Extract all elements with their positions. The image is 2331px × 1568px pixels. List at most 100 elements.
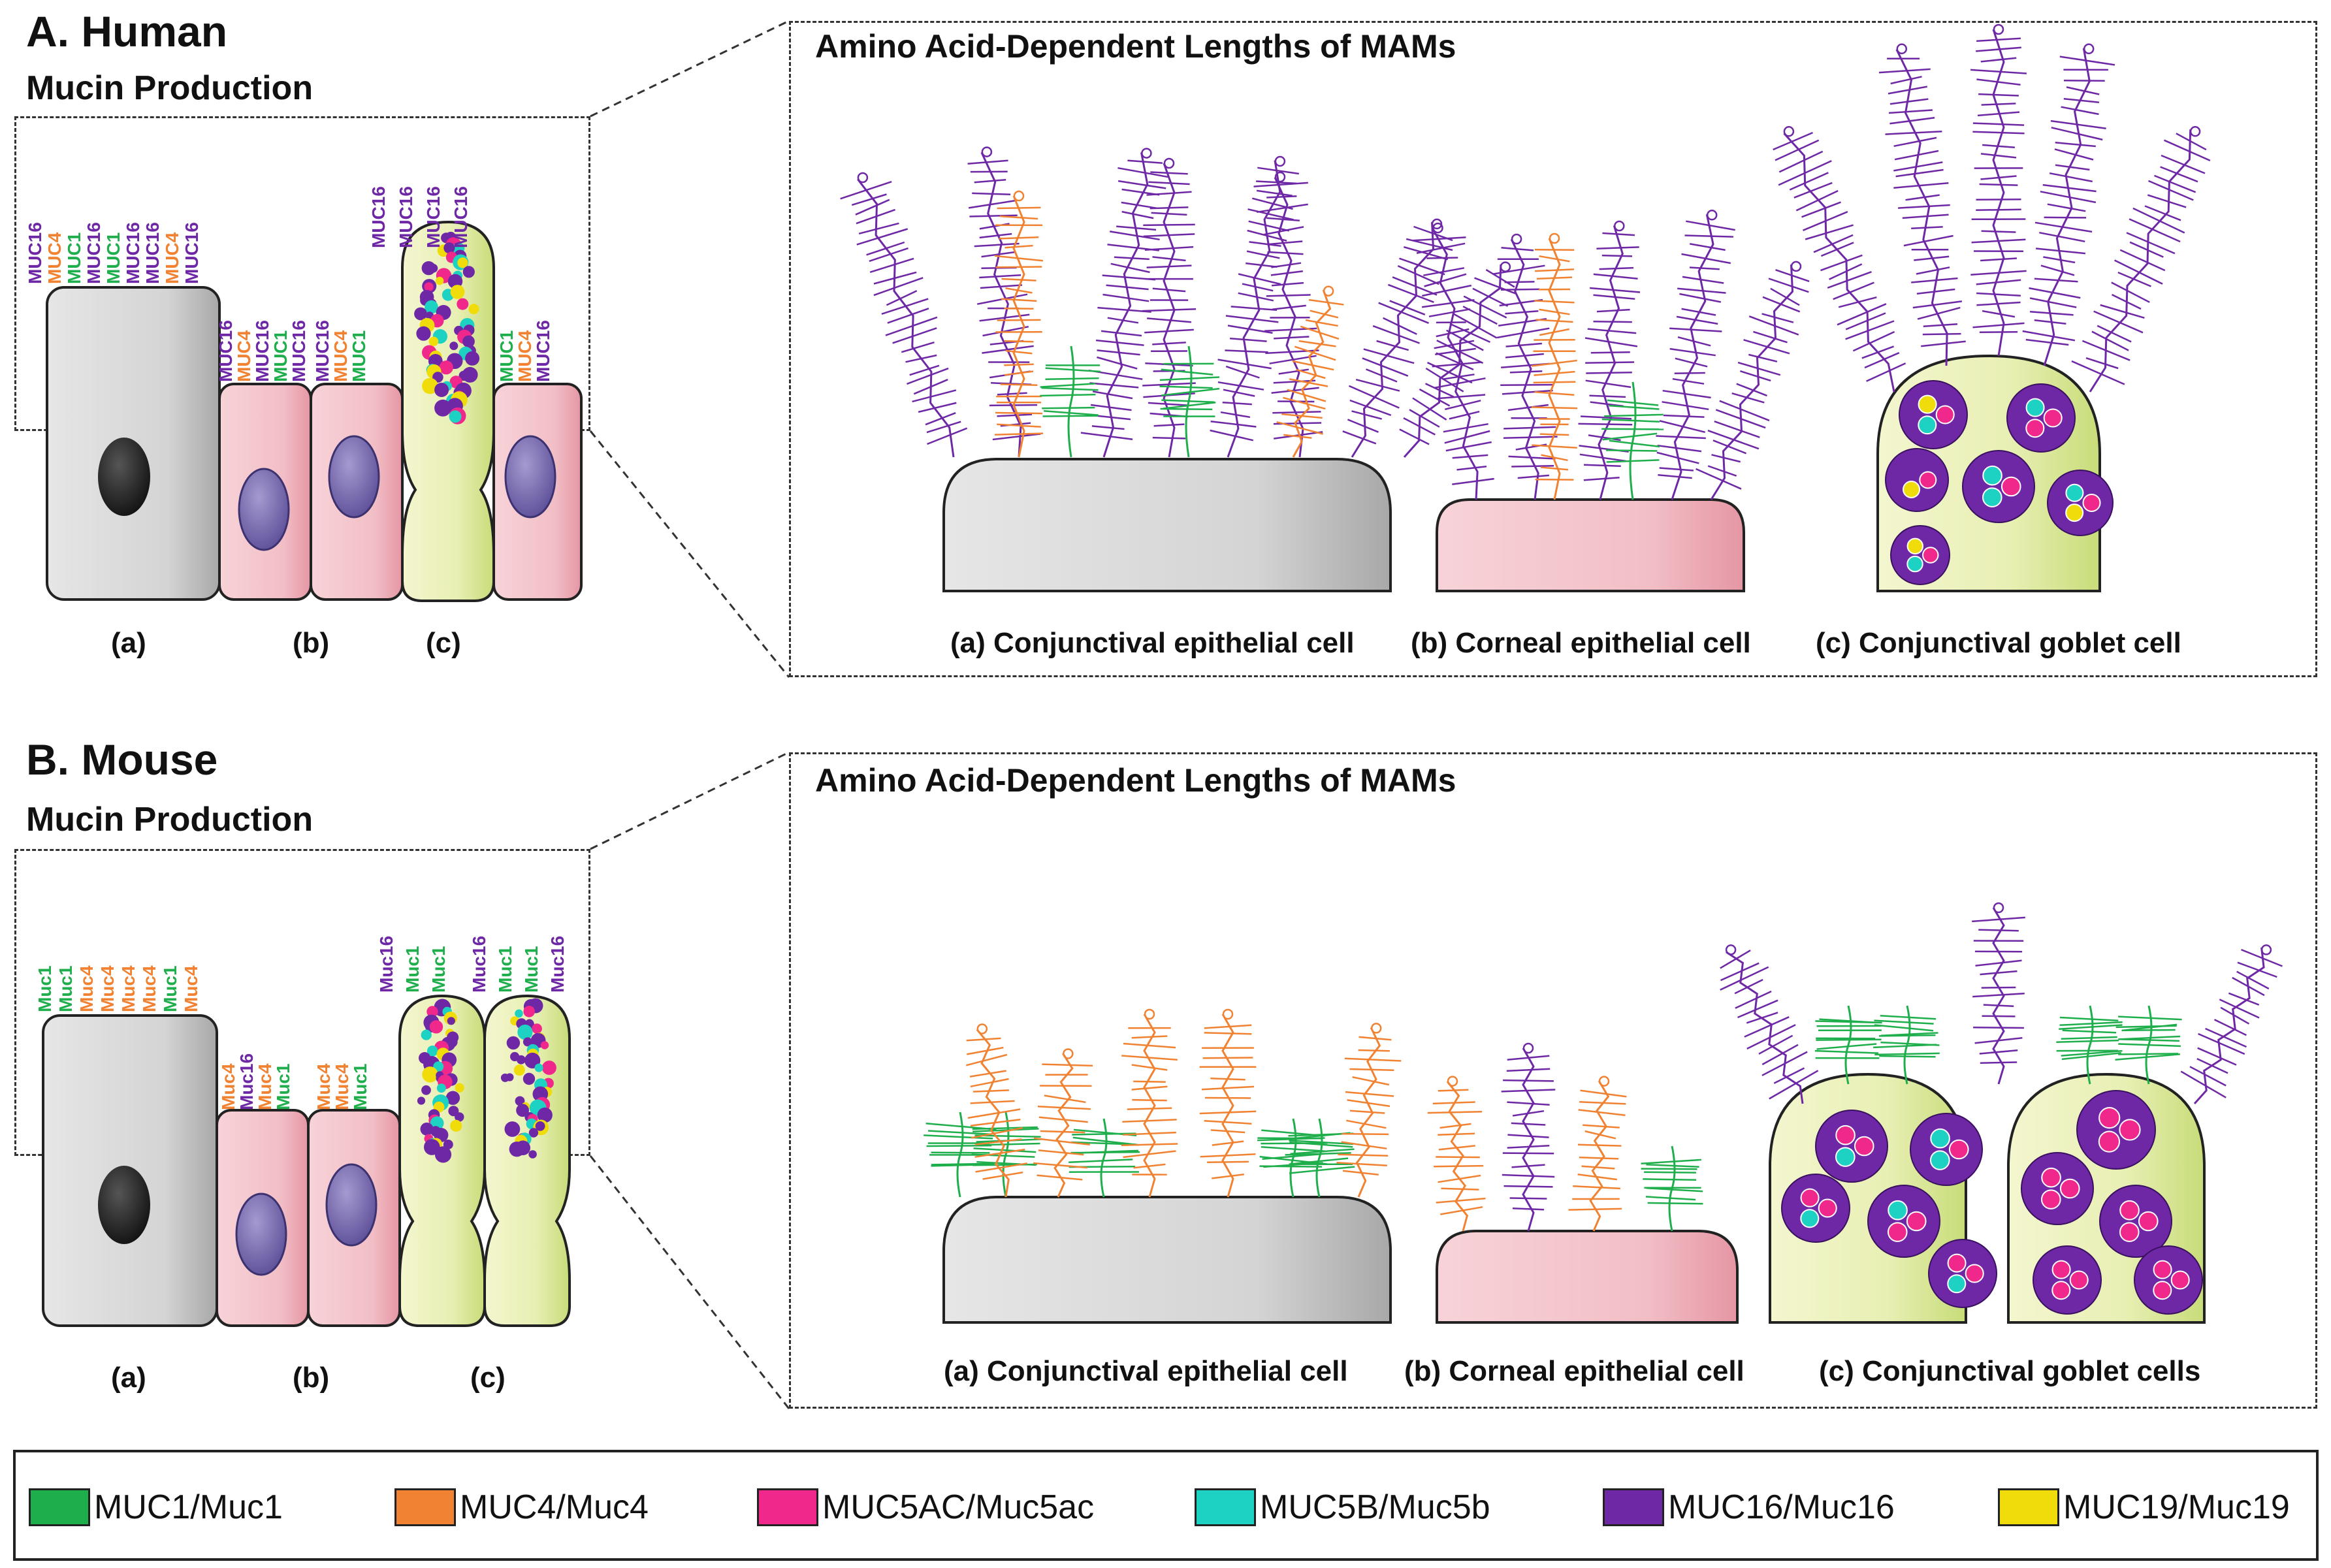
mucin-label: Muc16 xyxy=(236,1053,257,1110)
secretory-granule xyxy=(2076,1090,2156,1170)
legend-item-muc16: MUC16/Muc16 xyxy=(1603,1486,1895,1528)
muc16-strand xyxy=(1413,222,1494,500)
muc16-strand xyxy=(967,146,1041,458)
granule-dot xyxy=(417,1096,426,1105)
granule-dot xyxy=(510,1051,520,1062)
granule-dot xyxy=(513,1064,525,1076)
mouse-panel-title: Amino Acid-Dependent Lengths of MAMs xyxy=(815,762,1456,799)
mucin-label: Muc1 xyxy=(350,1063,370,1110)
mucin-label: Muc4 xyxy=(139,965,159,1012)
legend-swatch xyxy=(1603,1488,1664,1526)
muc16-strand xyxy=(1253,171,1323,458)
mucin-label: Muc1 xyxy=(402,946,423,993)
mucin-label: Muc4 xyxy=(118,965,138,1012)
mucin-label: MUC1 xyxy=(64,232,84,284)
granule-dot xyxy=(522,1037,532,1047)
muc4-strand xyxy=(965,1023,1028,1198)
secretory-granule xyxy=(2047,470,2114,536)
granule-dot xyxy=(458,370,470,381)
legend-label: MUC5B/Muc5b xyxy=(1260,1488,1490,1526)
zoom-connectors xyxy=(589,20,790,1409)
granule-dot xyxy=(447,1036,458,1048)
mucin-label: MUC16 xyxy=(451,186,471,248)
mouse-letter-a: (a) xyxy=(111,1362,146,1394)
mucin-label: MUC16 xyxy=(312,320,332,382)
mucin-label: MUC1 xyxy=(103,232,123,284)
mucin-label: Muc1 xyxy=(35,965,55,1012)
muc16-strand xyxy=(1773,126,1906,392)
mucin-label: Muc4 xyxy=(255,1063,275,1110)
secretory-granule xyxy=(1867,1185,1940,1258)
granule-dot xyxy=(522,1072,536,1085)
mucin-label: Muc4 xyxy=(181,965,201,1012)
legend-label: MUC16/Muc16 xyxy=(1668,1488,1895,1526)
human-caption-b: (b) Corneal epithelial cell xyxy=(1411,627,1751,659)
secretory-granule xyxy=(2006,383,2076,453)
mouse-section-title: B. Mouse xyxy=(26,735,218,784)
granule-dot xyxy=(424,282,434,292)
muc1-tuft xyxy=(1814,1005,1882,1085)
secretory-granule xyxy=(1962,450,2035,523)
muc1-tuft xyxy=(1873,1005,1940,1085)
granule-dot xyxy=(414,307,427,321)
legend-item-muc5ac: MUC5AC/Muc5ac xyxy=(757,1486,1094,1528)
muc16-strand xyxy=(1878,43,1966,366)
mucin-label: MUC4 xyxy=(515,330,535,382)
mucin-label: Muc4 xyxy=(218,1063,238,1110)
secretory-granule xyxy=(1928,1239,1997,1308)
granule-dot xyxy=(504,1121,521,1137)
mucin-label: MUC4 xyxy=(234,330,254,382)
mouse-section-subtitle: Mucin Production xyxy=(26,801,313,839)
mucin-label: MUC1 xyxy=(349,330,369,382)
granule-dot xyxy=(429,1020,443,1034)
granule-dot xyxy=(426,1006,438,1017)
mouse-goblet-granules xyxy=(417,998,556,1163)
mucin-label: MUC16 xyxy=(423,186,443,248)
muc4-strand xyxy=(1121,1008,1178,1198)
secretory-granule xyxy=(2033,1245,2102,1315)
human-cells xyxy=(46,220,583,602)
secretory-granule xyxy=(1890,525,1950,585)
granule-dot xyxy=(455,1112,464,1122)
muc16-strand xyxy=(1501,1042,1556,1232)
human-caption-a: (a) Conjunctival epithelial cell xyxy=(950,627,1355,659)
mucin-label: MUC16 xyxy=(368,186,389,248)
granule-dot xyxy=(540,1041,549,1049)
mouse-panel-granules xyxy=(1781,1090,2203,1315)
human-section-title: A. Human xyxy=(26,7,228,56)
legend-item-muc1: MUC1/Muc1 xyxy=(29,1486,283,1528)
granule-dot xyxy=(450,1119,462,1132)
granule-dot xyxy=(434,1146,452,1163)
muc16-strand xyxy=(1080,148,1170,458)
granule-dot xyxy=(523,1006,535,1017)
granule-dot xyxy=(434,399,451,417)
human-mam-panel xyxy=(789,21,2317,677)
muc16-strand xyxy=(1492,233,1558,500)
mouse-caption-a: (a) Conjunctival epithelial cell xyxy=(944,1355,1348,1387)
human-caption-c: (c) Conjunctival goblet cell xyxy=(1816,627,2181,659)
mouse-letter-b: (b) xyxy=(293,1362,330,1394)
granule-dot xyxy=(509,1142,524,1157)
muc16-strand xyxy=(1696,261,1810,500)
granule-dot xyxy=(462,266,475,278)
mucin-label: MUC16 xyxy=(533,320,553,382)
muc16-strand xyxy=(2180,944,2283,1105)
granule-dot xyxy=(516,1104,529,1117)
granule-dot xyxy=(445,1091,460,1105)
mucin-label: MUC16 xyxy=(182,222,202,284)
granule-dot xyxy=(500,1073,509,1082)
legend-item-muc19: MUC19/Muc19 xyxy=(1998,1486,2290,1528)
granule-dot xyxy=(421,1085,431,1095)
muc16-strand xyxy=(1720,944,1819,1104)
granule-dot xyxy=(425,300,438,314)
legend-item-muc4: MUC4/Muc4 xyxy=(394,1486,649,1528)
secretory-granule xyxy=(1910,1113,1983,1186)
granule-dot xyxy=(447,1017,455,1025)
granule-dot xyxy=(468,304,479,315)
granule-dot xyxy=(428,336,439,347)
muc1-tuft xyxy=(1040,345,1101,458)
muc4-strand xyxy=(1336,1023,1402,1198)
muc4-strand xyxy=(1033,1048,1093,1198)
mucin-label: Muc1 xyxy=(521,946,541,993)
